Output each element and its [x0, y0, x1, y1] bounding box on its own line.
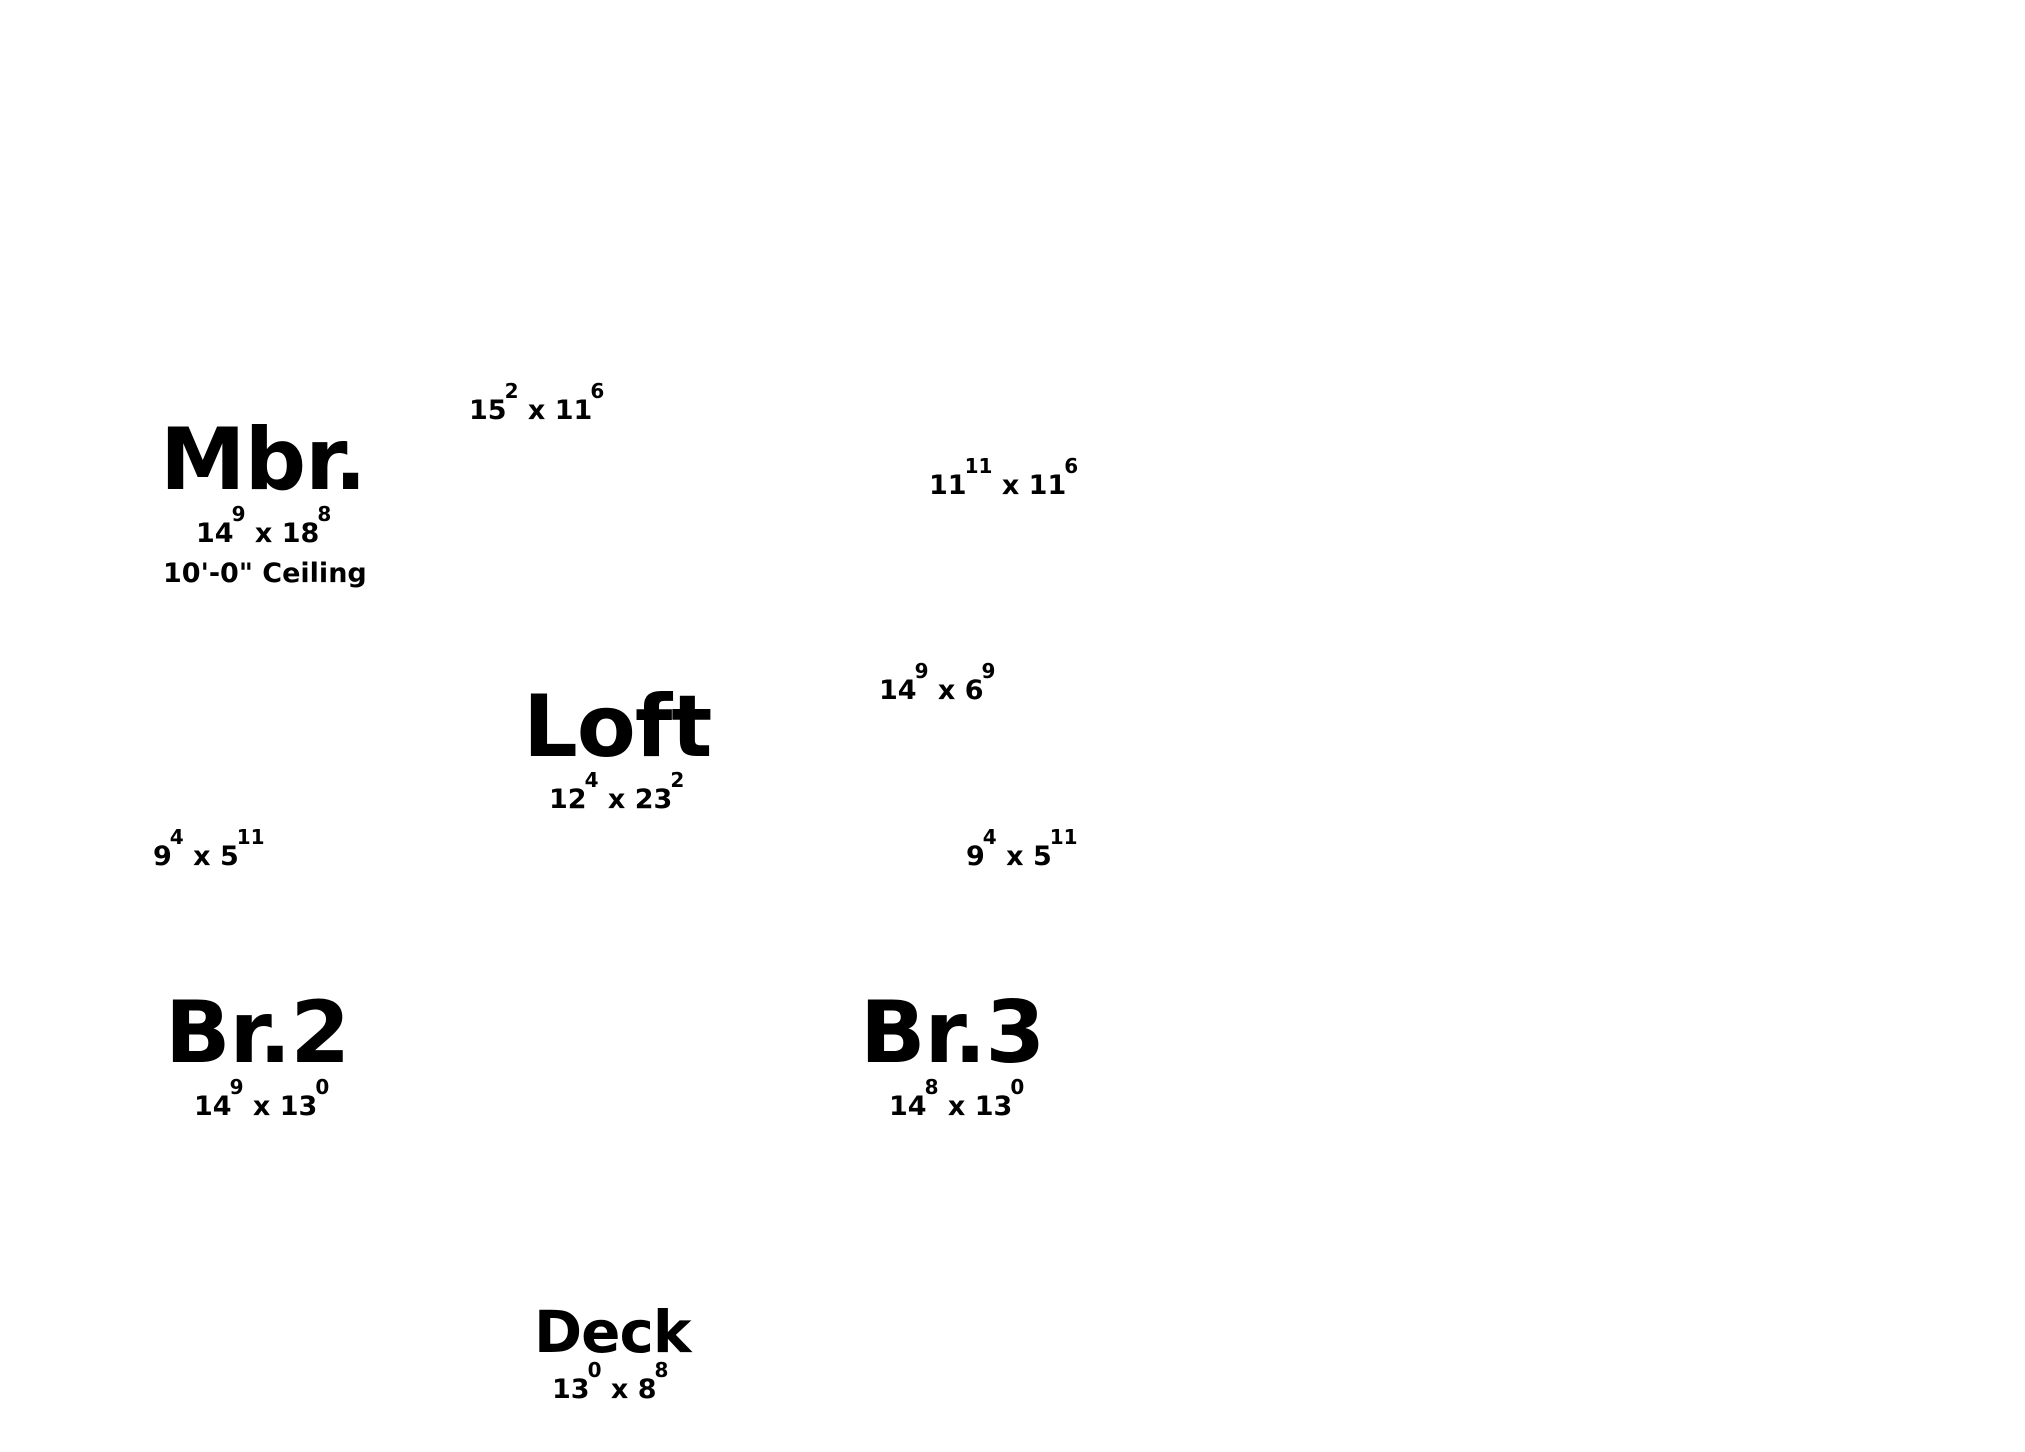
dim-height-feet: 13	[279, 1091, 318, 1122]
dim-width-inches: 11	[964, 454, 993, 478]
room-dimensions-closet-1: 152 x 116	[469, 381, 604, 426]
dim-height-feet: 5	[1032, 841, 1052, 872]
dim-height-inches: 6	[590, 379, 605, 403]
dim-width-inches: 2	[504, 379, 519, 403]
room-name-deck: Deck	[534, 1298, 691, 1366]
dim-height-inches: 11	[1049, 825, 1078, 849]
dim-width-feet: 14	[194, 1091, 232, 1122]
dim-width-feet: 12	[549, 784, 587, 815]
dim-width-feet: 15	[469, 395, 507, 426]
dim-width-feet: 14	[879, 675, 917, 706]
dim-width-inches: 9	[229, 1075, 244, 1099]
dim-width-inches: 9	[914, 659, 929, 683]
room-name-br2: Br.2	[165, 983, 350, 1083]
dim-height-feet: 13	[974, 1091, 1013, 1122]
dim-separator: x	[527, 395, 546, 426]
dim-separator: x	[254, 518, 273, 549]
dim-separator: x	[252, 1091, 271, 1122]
dim-height-inches: 6	[1064, 454, 1079, 478]
room-name-br3: Br.3	[860, 983, 1045, 1083]
dim-width-inches: 4	[982, 825, 997, 849]
dim-separator: x	[1006, 841, 1024, 872]
dim-height-inches: 0	[315, 1075, 330, 1099]
dim-width-feet: 14	[889, 1091, 927, 1122]
room-dimensions-hall: 149 x 69	[879, 661, 995, 706]
dim-width-inches: 9	[231, 502, 246, 526]
room-dimensions-br2: 149 x 130	[194, 1077, 329, 1122]
room-dimensions-loft: 124 x 232	[549, 770, 684, 815]
dim-height-inches: 11	[236, 825, 265, 849]
room-ceiling-mbr: 10'-0" Ceiling	[163, 558, 367, 589]
dim-width-feet: 14	[196, 518, 234, 549]
room-dimensions-closet-left: 94 x 511	[153, 827, 265, 872]
dim-height-feet: 8	[637, 1374, 657, 1405]
dim-height-feet: 5	[219, 841, 239, 872]
dim-height-feet: 23	[634, 784, 673, 815]
dim-width-feet: 11	[929, 470, 967, 501]
dim-separator: x	[193, 841, 211, 872]
room-name-mbr: Mbr.	[160, 410, 367, 510]
dim-height-inches: 8	[317, 502, 332, 526]
dim-separator: x	[937, 675, 956, 706]
dim-width-feet: 13	[552, 1374, 590, 1405]
dim-separator: x	[610, 1374, 629, 1405]
dim-separator: x	[1001, 470, 1020, 501]
dim-width-inches: 8	[924, 1075, 939, 1099]
dim-height-inches: 8	[654, 1358, 669, 1382]
dim-height-feet: 18	[281, 518, 320, 549]
room-dimensions-closet-right: 94 x 511	[966, 827, 1078, 872]
dim-height-feet: 11	[1028, 470, 1067, 501]
dim-height-inches: 2	[670, 768, 685, 792]
room-dimensions-mbr: 149 x 188	[196, 504, 331, 549]
dim-width-feet: 9	[153, 841, 172, 872]
dim-width-inches: 4	[584, 768, 599, 792]
dim-separator: x	[607, 784, 626, 815]
dim-width-inches: 0	[587, 1358, 602, 1382]
room-name-loft: Loft	[523, 677, 712, 777]
dim-width-inches: 4	[169, 825, 184, 849]
dim-separator: x	[947, 1091, 966, 1122]
room-dimensions-br3: 148 x 130	[889, 1077, 1024, 1122]
dim-width-feet: 9	[966, 841, 985, 872]
dim-height-feet: 11	[554, 395, 593, 426]
dim-height-feet: 6	[964, 675, 984, 706]
dim-height-inches: 9	[981, 659, 996, 683]
room-dimensions-deck: 130 x 88	[552, 1360, 668, 1405]
room-dimensions-bath: 1111 x 116	[929, 456, 1078, 501]
dim-height-inches: 0	[1010, 1075, 1025, 1099]
